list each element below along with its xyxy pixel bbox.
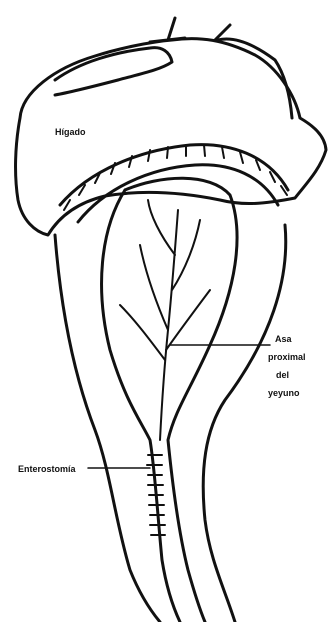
jejunal-loop-right-wall	[203, 225, 286, 622]
jejunal-loop-label-line1: Asa	[275, 334, 293, 344]
enterostomy-label: Enterostomía	[18, 464, 77, 474]
anastomosis-outer-arch	[60, 145, 288, 205]
inner-loop-left	[102, 190, 180, 622]
liver-cut-left	[55, 48, 172, 95]
mesenteric-vessel-branch	[120, 200, 210, 360]
jejunal-loop-label-line4: yeyuno	[268, 388, 300, 398]
mesenteric-vessel-trunk	[160, 210, 178, 440]
inner-loop-right	[125, 178, 237, 622]
jejunal-loop-label-line3: del	[276, 370, 289, 380]
liver-label: Hígado	[55, 127, 86, 137]
enterostomy-sutures	[147, 455, 165, 535]
jejunal-loop-label-line2: proximal	[268, 352, 306, 362]
